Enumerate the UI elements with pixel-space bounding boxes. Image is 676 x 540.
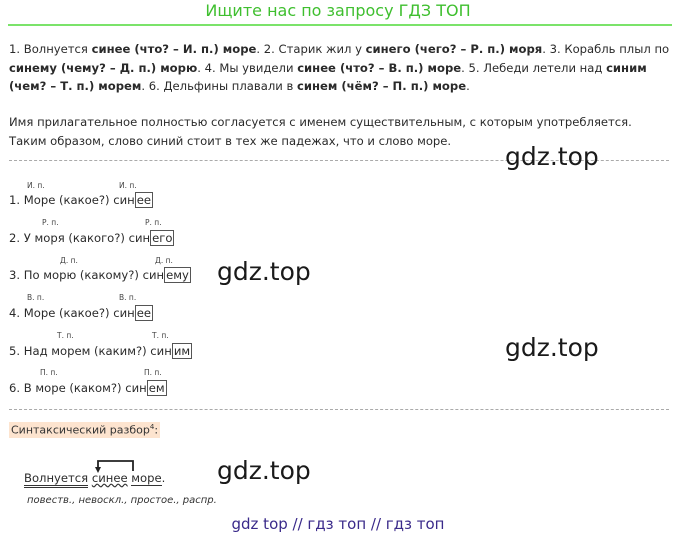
footer-links: gdz top // гдз топ // гдз топ [231,515,445,533]
header: Ищите нас по запросу ГДЗ ТОП [0,0,676,24]
header-title: Ищите нас по запросу ГДЗ ТОП [205,1,471,20]
case-label: Р. п. [145,218,162,227]
text-segment: . 2. Старик жил у [256,42,366,56]
ending-box: им [171,343,193,359]
header-divider [8,24,672,26]
bold-segment: синему (чему? – Д. п.) морю [9,60,198,75]
bold-segment: синее (что? – И. п.) море [91,42,257,56]
watermark: gdz.top [217,456,311,485]
bold-segment: синего (чего? – Р. п.) моря [365,42,543,56]
divider-2 [9,409,669,410]
syntax-label: Синтаксический разбор4: [9,422,161,438]
ending-box: ем [146,380,167,396]
syntax-notes: повеств., невоскл., простое., распр. [27,495,217,506]
case-label: Д. п. [60,256,78,265]
case-label: И. п. [27,181,45,190]
subject-word: море [131,471,162,486]
case-label: П. п. [40,368,58,377]
watermark: gdz.top [505,142,599,171]
case-label: П. п. [144,368,162,377]
ending-box: ему [164,267,191,283]
text-segment: . 4. Мы увидели [197,60,298,75]
answer-paragraph-1: 1. Волнуется синее (что? – И. п.) море. … [9,40,671,96]
text-segment: . 6. Дельфины плавали в [141,79,297,93]
case-label: Д. п. [155,256,173,265]
bold-segment: синем (чём? – П. п.) море [296,79,467,93]
attribute-arrow-icon [95,460,134,473]
text-segment: . [466,79,470,93]
case-label: Т. п. [57,331,74,340]
case-label: В. п. [27,293,45,302]
case-label: Р. п. [42,218,59,227]
predicate-word: Волнуется [24,471,89,488]
text-segment: 1. Волнуется [9,42,92,56]
case-label: И. п. [119,181,137,190]
ending-box: ее [134,305,154,321]
case-label: В. п. [119,293,137,302]
answer-paragraph-2: Имя прилагательное полностью согласуется… [9,115,632,148]
ending-box: ее [134,192,154,208]
bold-segment: синим (чем? – Т. п.) морем [9,60,647,94]
syntax-sentence: Волнуется синее море. [24,471,165,488]
divider-1 [9,160,669,161]
bold-segment: синее (что? – В. п.) море [297,60,462,75]
attribute-word: синее [91,471,128,485]
text-segment: . 3. Корабль плыл по [542,42,670,56]
ending-box: его [150,230,175,246]
watermark: gdz.top [505,333,599,362]
watermark: gdz.top [217,257,311,286]
case-label: Т. п. [152,331,169,340]
text-segment: . 5. Лебеди летели над [461,60,607,75]
